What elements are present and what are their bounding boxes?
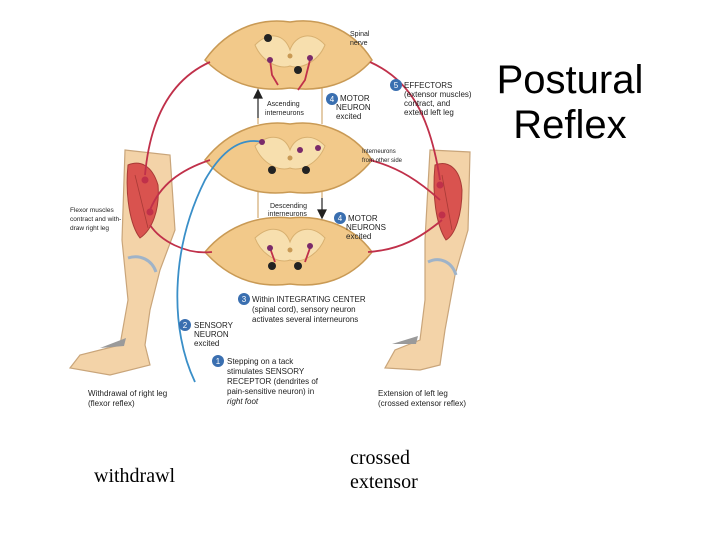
svg-text:pain-sensitive neuron) in: pain-sensitive neuron) in (227, 387, 314, 396)
label-ascending: Ascending interneurons (265, 101, 304, 117)
label-spinal-nerve: Spinal nerve (350, 31, 370, 47)
svg-text:Descending: Descending (270, 203, 307, 210)
svg-text:Flexor muscles: Flexor muscles (70, 207, 114, 214)
left-leg-illustration (384, 149, 471, 371)
title-line-2: Reflex (513, 102, 627, 147)
title-line-1: Postural (496, 58, 644, 102)
svg-text:excited: excited (346, 232, 371, 241)
label-motor-top: MOTOR NEURON excited (336, 94, 371, 121)
svg-text:interneurons: interneurons (265, 110, 304, 117)
label-sensory-receptor: Stepping on a tack stimulates SENSORY RE… (227, 357, 319, 406)
svg-text:from other side: from other side (362, 158, 403, 164)
svg-text:extend left leg: extend left leg (404, 108, 454, 117)
svg-text:5: 5 (394, 81, 399, 90)
muscle-junctions (141, 176, 446, 219)
svg-text:Within INTEGRATING CENTER: Within INTEGRATING CENTER (252, 295, 366, 304)
svg-text:(spinal cord), sensory neuron: (spinal cord), sensory neuron (252, 305, 356, 314)
interneuron-dots (259, 55, 321, 251)
svg-text:nerve: nerve (350, 40, 368, 47)
badge-receptor: 1 (212, 355, 224, 367)
label-flexor-muscles: Flexor muscles contract and with- draw r… (70, 207, 121, 232)
svg-text:2: 2 (183, 321, 188, 330)
svg-text:stimulates SENSORY: stimulates SENSORY (227, 367, 305, 376)
svg-text:MOTOR: MOTOR (348, 214, 378, 223)
caption-withdrawl-text: withdrawl (94, 465, 176, 487)
svg-text:draw right leg: draw right leg (70, 225, 109, 232)
svg-text:Stepping on a tack: Stepping on a tack (227, 357, 294, 366)
svg-text:NEURONS: NEURONS (346, 223, 386, 232)
svg-text:interneurons: interneurons (268, 211, 307, 218)
interneuron-arrows (253, 88, 327, 220)
synapse-markers (264, 34, 310, 270)
svg-text:4: 4 (330, 95, 335, 104)
svg-text:contract, and: contract, and (404, 99, 450, 108)
label-sensory-neuron: SENSORY NEURON excited (194, 321, 234, 348)
label-motor-bottom: MOTOR NEURONS excited (346, 214, 386, 241)
slide-title: Postural Reflex (490, 58, 650, 148)
badge-effectors: 5 (390, 79, 402, 91)
tack-arrow-left (100, 338, 126, 348)
caption-crossed-line-1: crossed (350, 447, 410, 469)
svg-text:excited: excited (194, 339, 219, 348)
right-leg-illustration (68, 149, 176, 376)
svg-text:(extensor muscles): (extensor muscles) (404, 90, 472, 99)
spinal-cord-segment-top (204, 20, 373, 90)
tack-arrow-right (392, 336, 418, 344)
caption-crossed-line-2: extensor (350, 471, 418, 493)
label-withdrawal: Withdrawal of right leg (flexor reflex) (88, 389, 167, 408)
svg-text:1: 1 (216, 357, 221, 366)
caption-withdrawl: withdrawl (94, 464, 175, 488)
svg-text:EFFECTORS: EFFECTORS (404, 81, 452, 90)
label-descending: Descending interneurons (268, 203, 307, 218)
svg-text:activates several interneurons: activates several interneurons (252, 315, 358, 324)
label-effectors: EFFECTORS (extensor muscles) contract, a… (404, 81, 472, 117)
motor-pathways (144, 59, 443, 263)
caption-crossed-extensor: crossed extensor (350, 446, 418, 494)
svg-text:RECEPTOR (dendrites of: RECEPTOR (dendrites of (227, 377, 319, 386)
badge-integrating: 3 (238, 293, 250, 305)
svg-text:3: 3 (242, 295, 247, 304)
svg-text:NEURON: NEURON (336, 103, 371, 112)
sensory-pathway (176, 140, 263, 383)
label-integrating-center: Within INTEGRATING CENTER (spinal cord),… (252, 295, 366, 324)
svg-text:excited: excited (336, 112, 361, 121)
svg-text:contract and with-: contract and with- (70, 216, 121, 223)
label-extension: Extension of left leg (crossed extensor … (378, 389, 466, 408)
svg-text:SENSORY: SENSORY (194, 321, 234, 330)
svg-text:Withdrawal of right leg: Withdrawal of right leg (88, 389, 167, 398)
svg-text:(crossed extensor reflex): (crossed extensor reflex) (378, 399, 466, 408)
svg-text:4: 4 (338, 214, 343, 223)
svg-text:Spinal: Spinal (350, 31, 370, 38)
badge-sensory: 2 (179, 319, 191, 331)
svg-text:NEURON: NEURON (194, 330, 229, 339)
label-interneurons-other-side: Interneurons from other side (362, 149, 403, 164)
spinal-cord-segment-middle (204, 122, 373, 194)
svg-text:Interneurons: Interneurons (362, 149, 396, 155)
svg-text:Extension of left leg: Extension of left leg (378, 389, 448, 398)
svg-text:(flexor reflex): (flexor reflex) (88, 399, 135, 408)
svg-text:MOTOR: MOTOR (340, 94, 370, 103)
badge-motor-top: 4 (326, 93, 338, 105)
badge-motor-bottom: 4 (334, 212, 346, 224)
svg-text:Ascending: Ascending (267, 101, 300, 108)
svg-text:right foot: right foot (227, 397, 259, 406)
